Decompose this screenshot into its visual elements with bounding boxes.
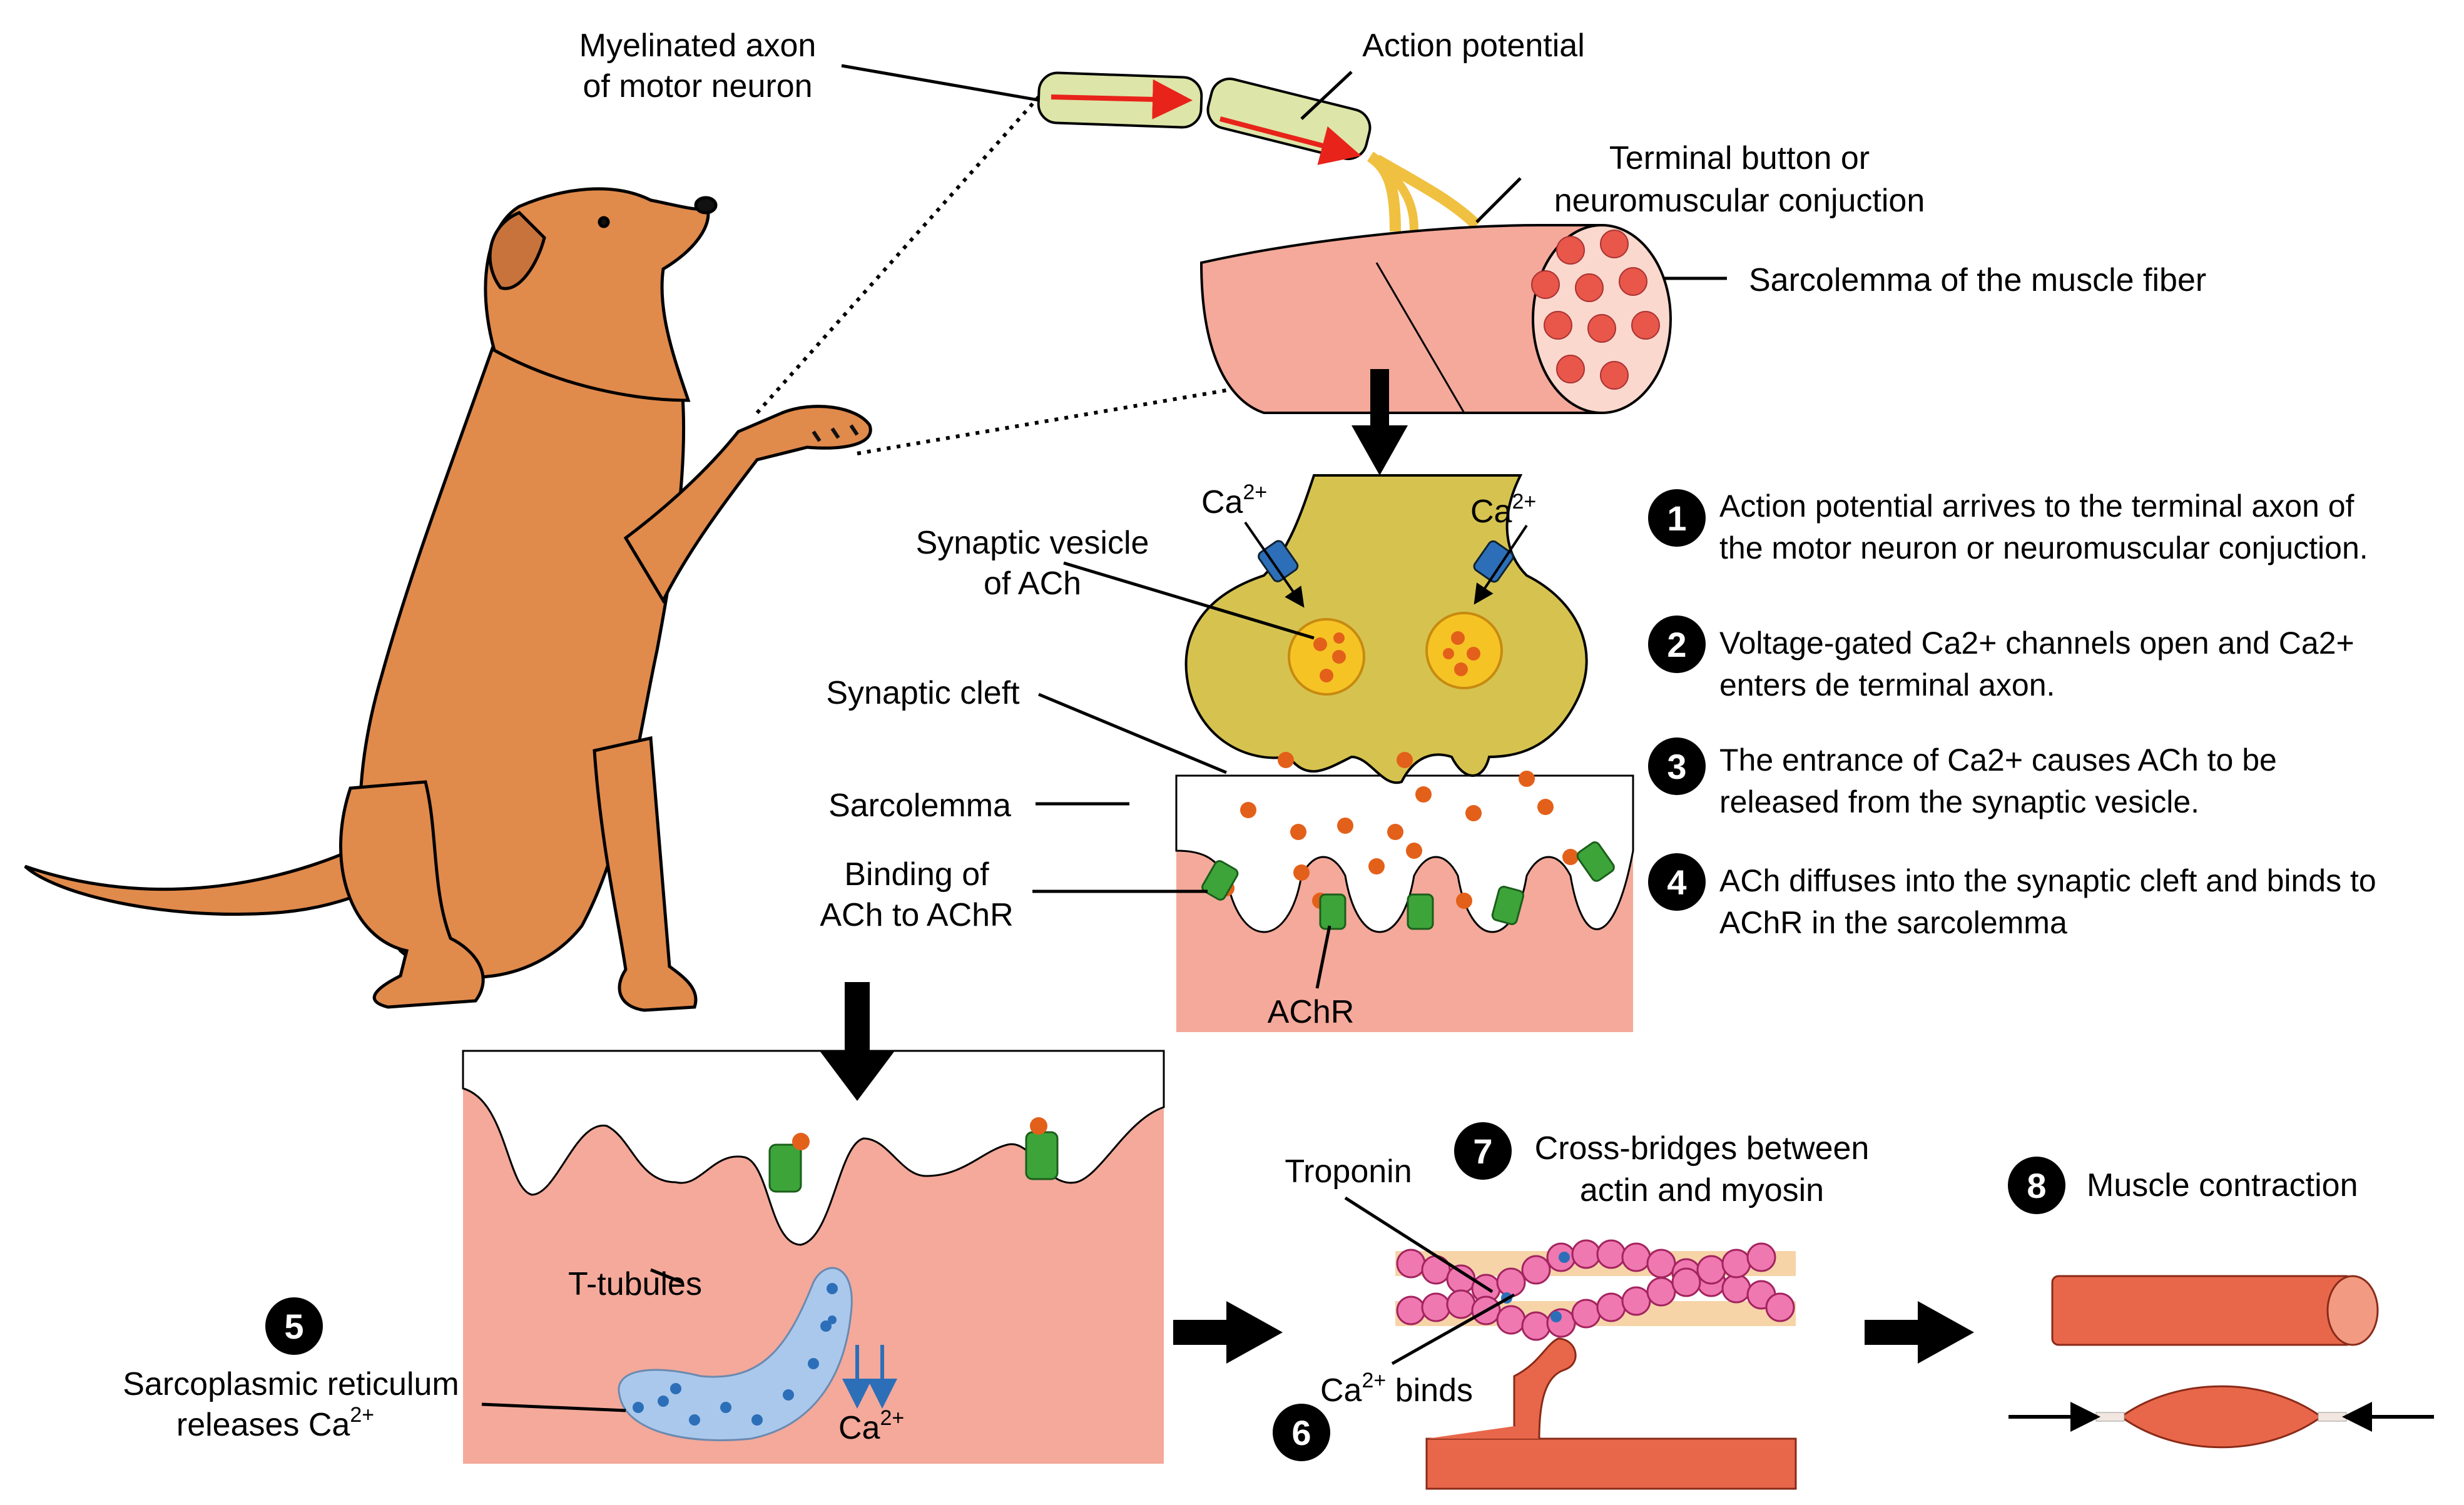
step-8: 8 Muscle contraction [2008,1157,2358,1214]
label-sr-1: Sarcoplasmic reticulum [123,1366,459,1402]
label-t-tubules: T-tubules [568,1266,702,1302]
leader-lines [481,64,1727,1412]
label-synaptic-vesicle-2: of ACh [984,565,1081,602]
step-3: 3 The entrance of Ca2+ causes ACh to be … [1648,737,2277,819]
label-sr-2: releases Ca2+ [176,1403,374,1443]
svg-text:Action potential arrives to th: Action potential arrives to the terminal… [1719,489,2355,524]
label-achr: AChR [1268,994,1355,1030]
svg-text:Muscle contraction: Muscle contraction [2087,1167,2358,1203]
step-2: 2 Voltage-gated Ca2+ channels open and C… [1648,616,2355,702]
label-binding-1: Binding of [844,856,989,893]
svg-text:5: 5 [284,1307,303,1346]
actin-myosin [1395,1239,1797,1490]
label-ca-release: Ca2+ [838,1406,904,1446]
svg-text:enters de terminal axon.: enters de terminal axon. [1719,667,2055,702]
label-sarcolemma: Sarcolemma [828,788,1011,824]
label-sarcolemma-fiber: Sarcolemma of the muscle fiber [1749,262,2206,298]
step-1: 1 Action potential arrives to the termin… [1648,489,2368,565]
svg-text:Cross-bridges between: Cross-bridges between [1535,1130,1870,1167]
step-4: 4 ACh diffuses into the synaptic cleft a… [1648,853,2376,940]
step-6: 6 [1273,1404,1330,1461]
dog-illustration [24,187,872,1012]
right-arrow-1 [1173,1301,1283,1364]
myelinated-axon [1037,71,1481,232]
step-5: 5 [265,1297,323,1355]
label-troponin: Troponin [1285,1153,1412,1190]
svg-text:2: 2 [1667,625,1686,664]
label-synaptic-cleft: Synaptic cleft [826,675,1020,711]
svg-text:the motor neuron or neuromuscu: the motor neuron or neuromuscular conjuc… [1719,530,2368,565]
svg-text:6: 6 [1291,1413,1311,1452]
muscle-contraction [2008,1275,2434,1449]
label-myelinated-axon-2: of motor neuron [583,68,812,104]
svg-text:7: 7 [1473,1132,1492,1171]
svg-text:4: 4 [1667,863,1686,902]
step-7: 7 Cross-bridges between actin and myosin [1454,1122,1869,1209]
down-arrow-2 [820,982,895,1101]
label-synaptic-vesicle-1: Synaptic vesicle [916,525,1149,561]
label-ca-left: Ca2+ [1201,480,1267,520]
synapse-panel [1175,474,1634,1032]
label-binding-2: ACh to AChR [820,897,1013,933]
svg-text:ACh diffuses into the synaptic: ACh diffuses into the synaptic cleft and… [1719,863,2376,898]
svg-text:AChR in the sarcolemma: AChR in the sarcolemma [1719,905,2067,940]
label-terminal-button-2: neuromuscular conjuction [1554,183,1925,219]
svg-text:actin and myosin: actin and myosin [1580,1172,1824,1209]
muscle-fiber [1199,224,1672,414]
label-action-potential: Action potential [1362,28,1585,64]
label-ca-binds: Ca2+ binds [1320,1369,1473,1409]
down-arrow-1 [1352,369,1408,475]
zoom-lines [755,96,1315,455]
svg-text:The entrance of Ca2+ causes AC: The entrance of Ca2+ causes ACh to be [1719,742,2277,778]
svg-text:3: 3 [1667,747,1686,786]
svg-text:Voltage-gated Ca2+ channels op: Voltage-gated Ca2+ channels open and Ca2… [1719,626,2355,661]
label-ca-right: Ca2+ [1470,490,1536,530]
t-tubule-panel [462,1050,1165,1464]
label-terminal-button-1: Terminal button or [1609,140,1870,176]
label-myelinated-axon-1: Myelinated axon [579,28,817,64]
svg-text:8: 8 [2027,1166,2046,1205]
svg-text:released from the synaptic ves: released from the synaptic vesicle. [1719,784,2199,819]
svg-text:1: 1 [1667,499,1686,538]
right-arrow-2 [1865,1301,1974,1364]
